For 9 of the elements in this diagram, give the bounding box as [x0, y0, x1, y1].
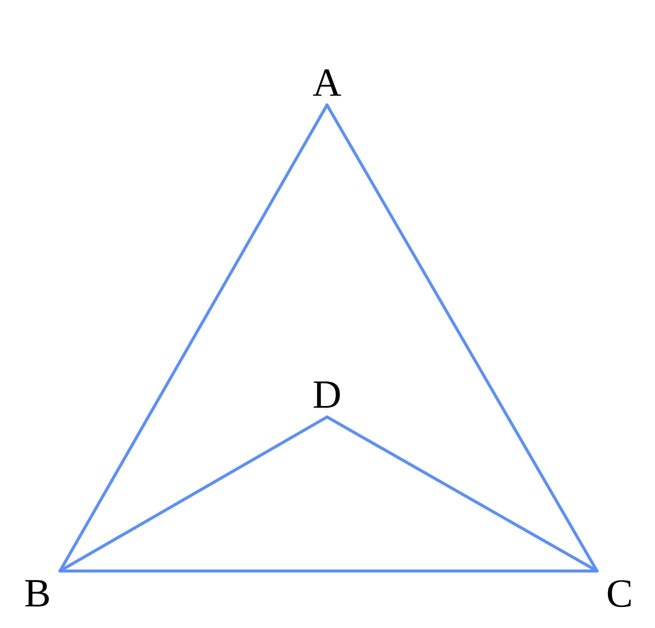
line-segment	[326, 104, 598, 572]
line-segment	[326, 416, 598, 572]
point-label: A	[312, 69, 342, 96]
line-segment	[58, 104, 328, 572]
line-segment	[58, 416, 328, 572]
line-segment	[58, 569, 598, 572]
point-label: C	[608, 580, 631, 608]
point-label: D	[314, 382, 340, 408]
point-label: B	[25, 580, 49, 606]
